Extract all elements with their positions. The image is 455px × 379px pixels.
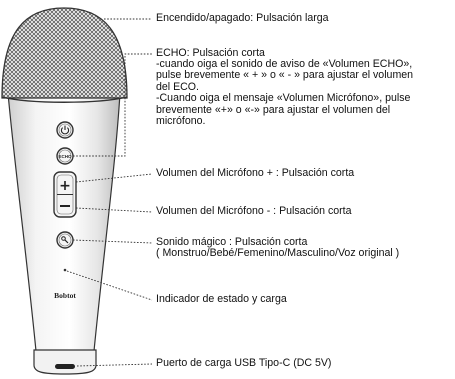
volume-minus-label: Volumen del Micrófono - : Pulsación cort… xyxy=(156,205,352,217)
usb-c-port xyxy=(55,364,75,369)
echo-description: -cuando oiga el sonido de aviso de «Volu… xyxy=(156,58,414,128)
echo-button-label: ECHO xyxy=(58,154,72,159)
power-label: Encendido/apagado: Pulsación larga xyxy=(156,12,329,24)
brand-logo: Bobtot xyxy=(54,291,76,300)
volume-up-button[interactable]: + xyxy=(59,178,71,194)
microphone-base xyxy=(33,349,97,375)
volume-down-button[interactable] xyxy=(60,205,70,207)
echo-title: ECHO: Pulsación corta xyxy=(156,47,265,59)
usb-port-label: Puerto de carga USB Tipo-C (DC 5V) xyxy=(156,357,332,369)
indicator-label: Indicador de estado y carga xyxy=(156,293,287,305)
leader-magic xyxy=(72,239,153,244)
plus-icon: + xyxy=(59,178,71,194)
magic-wand-icon xyxy=(61,236,69,244)
leader-indicator xyxy=(66,270,153,301)
minus-icon xyxy=(60,205,70,207)
status-indicator-led xyxy=(63,268,67,272)
magic-sound-title: Sonido mágico : Pulsación corta xyxy=(156,236,308,248)
mesh-ring xyxy=(1,96,128,103)
magic-sound-options: ( Monstruo/Bebé/Femenino/Masculino/Voz o… xyxy=(156,247,400,259)
volume-plus-label: Volumen del Micrófono + : Pulsación cort… xyxy=(156,167,355,179)
power-icon xyxy=(60,125,70,135)
echo-button[interactable] xyxy=(56,147,74,165)
mesh-grille xyxy=(1,7,128,99)
leader-echo xyxy=(73,53,152,157)
